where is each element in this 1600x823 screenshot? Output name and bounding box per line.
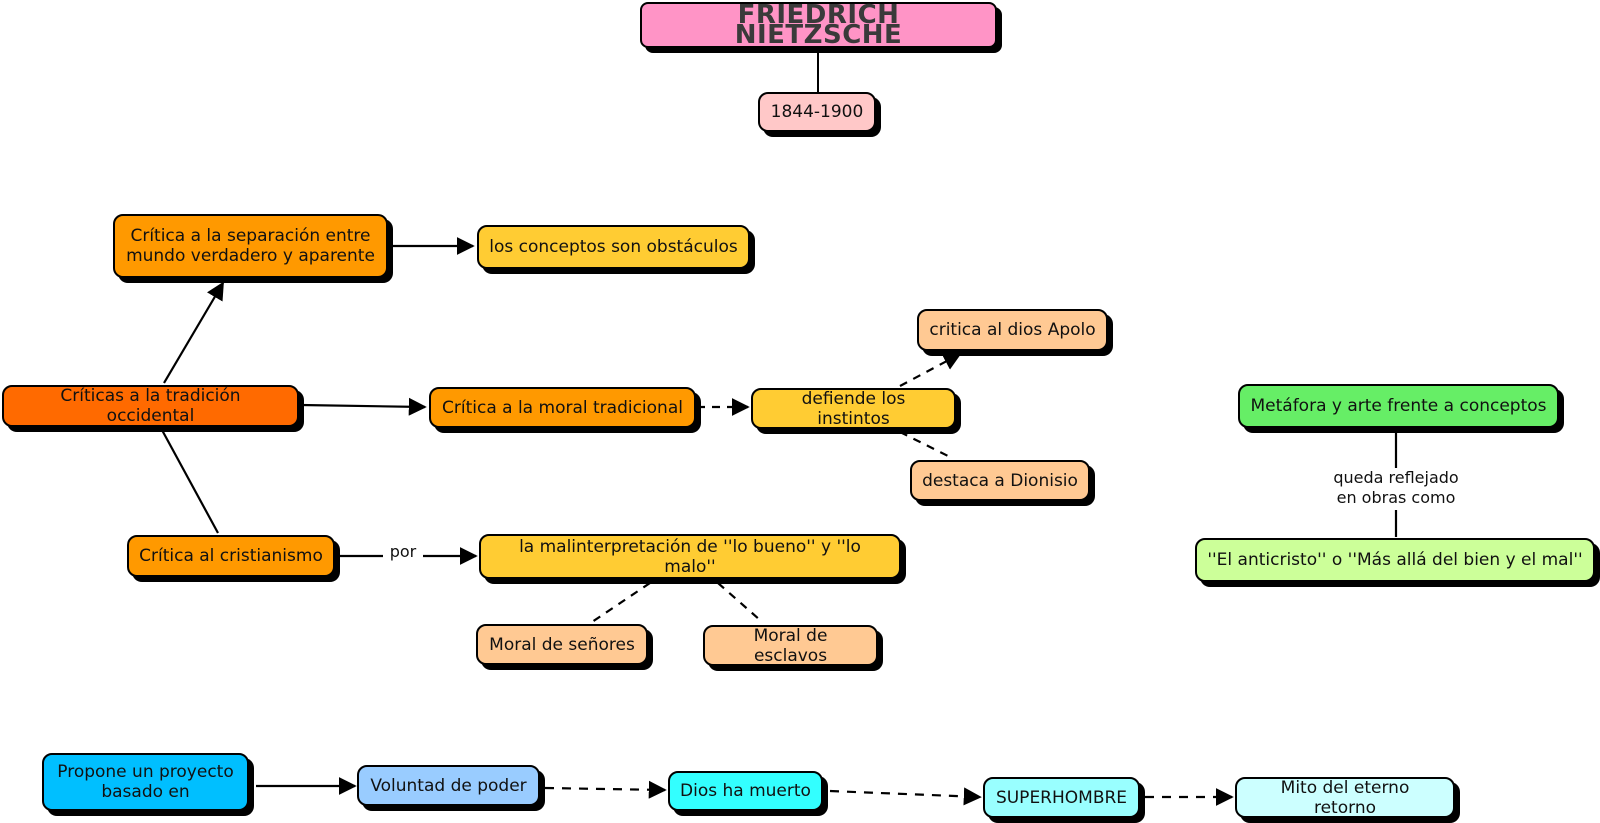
title-node: FRIEDRICH NIETZSCHE xyxy=(640,2,997,48)
link-voluntad-dios xyxy=(544,780,667,799)
node-critica-moral: Crítica a la moral tradicional xyxy=(429,387,696,428)
node-defiende-instintos: defiende los instintos xyxy=(751,388,956,429)
link-criticas-cristianismo xyxy=(161,429,219,534)
node-moral-esclavos: Moral de esclavos xyxy=(703,625,878,666)
node-critica-apolo: critica al dios Apolo xyxy=(917,309,1108,351)
node-criticas-tradicion: Críticas a la tradición occidental xyxy=(2,385,299,427)
link-instintos-apolo xyxy=(899,353,962,387)
node-obras: ''El anticristo'' o ''Más allá del bien … xyxy=(1195,538,1595,582)
node-propone-proyecto: Propone un proyecto basado en xyxy=(42,753,249,811)
node-dios-muerto: Dios ha muerto xyxy=(668,771,823,811)
link-dios-superhombre xyxy=(829,787,982,806)
node-mito-eterno-retorno: Mito del eterno retorno xyxy=(1235,777,1455,818)
link-instintos-dionisio xyxy=(899,431,951,458)
node-metafora-arte: Metáfora y arte frente a conceptos xyxy=(1238,384,1559,428)
node-voluntad-poder: Voluntad de poder xyxy=(357,765,540,806)
link-criticas-moral xyxy=(300,397,427,416)
link-malinterpretacion-senores xyxy=(591,582,651,623)
label-queda-reflejado: queda reflejado en obras como xyxy=(1318,468,1474,510)
node-critica-cristianismo: Crítica al cristianismo xyxy=(127,535,335,577)
node-conceptos-obstaculos: los conceptos son obstáculos xyxy=(477,225,750,269)
node-moral-senores: Moral de señores xyxy=(476,624,648,665)
node-malinterpretacion: la malinterpretación de ''lo bueno'' y '… xyxy=(479,534,901,579)
node-critica-separacion: Crítica a la separación entre mundo verd… xyxy=(113,214,388,278)
node-superhombre: SUPERHOMBRE xyxy=(983,777,1140,818)
link-malinterpretacion-esclavos xyxy=(717,582,761,621)
label-por: por xyxy=(383,542,423,564)
link-criticas-separacion xyxy=(163,281,224,384)
dates-node: 1844-1900 xyxy=(758,92,876,132)
node-destaca-dionisio: destaca a Dionisio xyxy=(910,460,1090,501)
